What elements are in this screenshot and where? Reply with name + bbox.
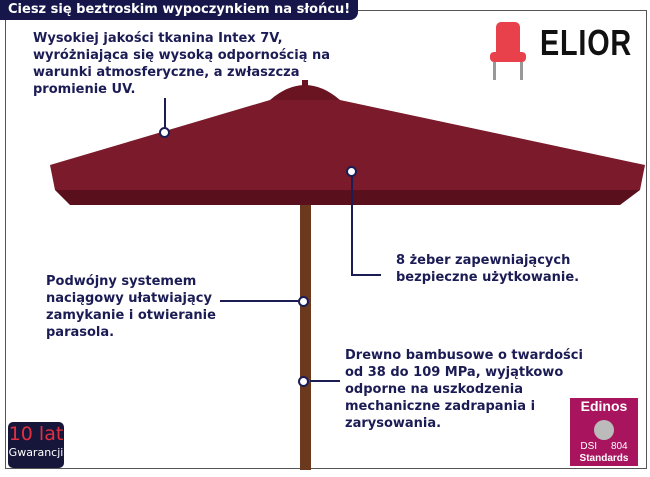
umbrella-pole	[300, 110, 311, 470]
feature-fabric: Wysokiej jakości tkanina Intex 7V, wyróż…	[33, 31, 331, 97]
feature-ribs: 8 żeber zapewniających bezpieczne użytko…	[396, 253, 580, 285]
marker-dot	[298, 296, 309, 307]
feature-system: Podwójny systemem naciągowy ułatwiający …	[46, 274, 216, 340]
chair-logo-icon	[490, 22, 526, 80]
edinos-name: Edinos	[580, 398, 628, 414]
feature-wood: Drewno bambusowe o twardości od 38 do 10…	[345, 348, 583, 431]
edinos-dsi: DSI 804	[580, 441, 628, 452]
warranty-badge: 10 lat Gwarancji	[8, 422, 64, 468]
edinos-standards: Standards	[579, 453, 629, 464]
marker-dot	[159, 127, 170, 138]
warranty-label: Gwarancji	[8, 446, 64, 459]
warranty-years: 10 lat	[8, 423, 64, 445]
edinos-check-icon	[594, 420, 614, 440]
marker-dot	[298, 376, 309, 387]
page-title: Ciesz się beztroskim wypoczynkiem na sło…	[0, 0, 359, 20]
brand-logo: ELIOR	[540, 22, 633, 63]
edinos-badge: Edinos DSI 804 Standards	[570, 398, 638, 466]
umbrella-canopy	[50, 100, 645, 190]
